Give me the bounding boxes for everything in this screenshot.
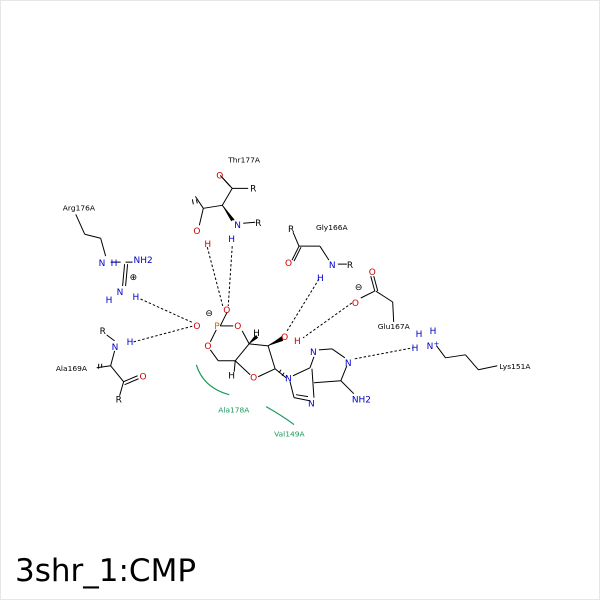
atom-gly-n: N [329, 261, 336, 271]
atom-phosphate-o4: O [204, 342, 211, 352]
atom-gly-h: H [317, 274, 324, 284]
residue-label-lys151a: Lys151A [499, 362, 531, 371]
atom-thr-hydroxyl-o: O [193, 227, 200, 237]
atom-phosphate-o2: O [193, 322, 200, 332]
atom-ala-h: H [127, 338, 134, 348]
atom-arg-h1: H [106, 296, 113, 306]
residue-label-gly166a: Gly166A [316, 223, 349, 232]
atom-ala-r2: R [116, 396, 122, 406]
atom-phosphorus: P [214, 322, 220, 332]
atom-thr-r1: R [250, 184, 256, 194]
atom-thr-nh: H [228, 235, 235, 245]
atom-arg-n: N [117, 288, 124, 298]
atom-ala-n: N [112, 343, 119, 353]
atom-ribose-oh-o: O [281, 333, 288, 343]
atom-glu-o1: O [369, 268, 376, 278]
atom-arg-nh-h: H [111, 259, 118, 269]
atom-thr-carbonyl-o: O [216, 171, 223, 181]
hydrophobic-label-val149a: Val149A [274, 430, 305, 439]
lys-plus-charge: + [434, 340, 440, 348]
phosphate-minus-charge: ⊖ [205, 309, 213, 319]
atom-gly-r2: R [347, 261, 353, 271]
glu-minus-charge: ⊖ [355, 283, 363, 293]
atom-gly-o: O [285, 259, 292, 269]
atom-thr-hydroxyl-h: H [204, 240, 211, 250]
atom-labels: O R O H N H R N H NH2 ⊕ N H H R O N R H … [99, 171, 440, 409]
atom-ala-r1: R [100, 327, 106, 337]
atom-phosphate-o3: O [234, 322, 241, 332]
atom-adenine-n1: N [345, 359, 352, 369]
residue-label-thr177a: Thr177A [227, 155, 261, 164]
atom-lys-h3: H [412, 344, 419, 354]
hydrophobic-label-ala178a: Ala178A [218, 406, 250, 415]
atom-lys-h1: H [416, 330, 423, 340]
atom-ribose-oh-h: H [294, 337, 301, 347]
stereo-marks [98, 199, 285, 377]
hydrogen-bonds [133, 246, 413, 360]
hydrophobic-arcs [195, 364, 295, 426]
atom-arg-nh-n: N [99, 259, 106, 269]
atom-adenine-n3: N [310, 348, 317, 358]
atom-gly-r1: R [288, 225, 294, 235]
atom-glu-o2: O [352, 299, 359, 309]
residue-label-arg176a: Arg176A [63, 203, 96, 212]
atom-thr-n: N [234, 221, 241, 231]
bonds [75, 175, 498, 402]
atom-lys-h2: H [430, 327, 437, 337]
atom-ala-o: O [140, 373, 147, 383]
atom-ribose-o: O [250, 374, 257, 384]
atom-ribose-h1: H [253, 329, 260, 339]
atom-arg-h2: H [133, 293, 140, 303]
atom-phosphate-o1: O [223, 306, 230, 316]
diagram-title: 3shr_1:CMP [15, 553, 197, 589]
residue-label-glu167a: Glu167A [378, 322, 411, 331]
atom-thr-r2: R [255, 219, 261, 229]
arg-plus-charge: ⊕ [130, 273, 138, 283]
atom-adenine-n9: N [285, 375, 292, 385]
atom-ribose-h2: H [228, 372, 235, 382]
atom-arg-nh2: NH2 [134, 256, 153, 266]
residue-label-ala169a: Ala169A [56, 364, 88, 373]
residue-labels: Thr177A Arg176A Gly166A Glu167A Ala169A … [56, 155, 532, 438]
atom-adenine-n7: N [308, 400, 315, 410]
atom-adenine-nh2: NH2 [352, 396, 371, 406]
atom-lys-n: N [427, 342, 434, 352]
